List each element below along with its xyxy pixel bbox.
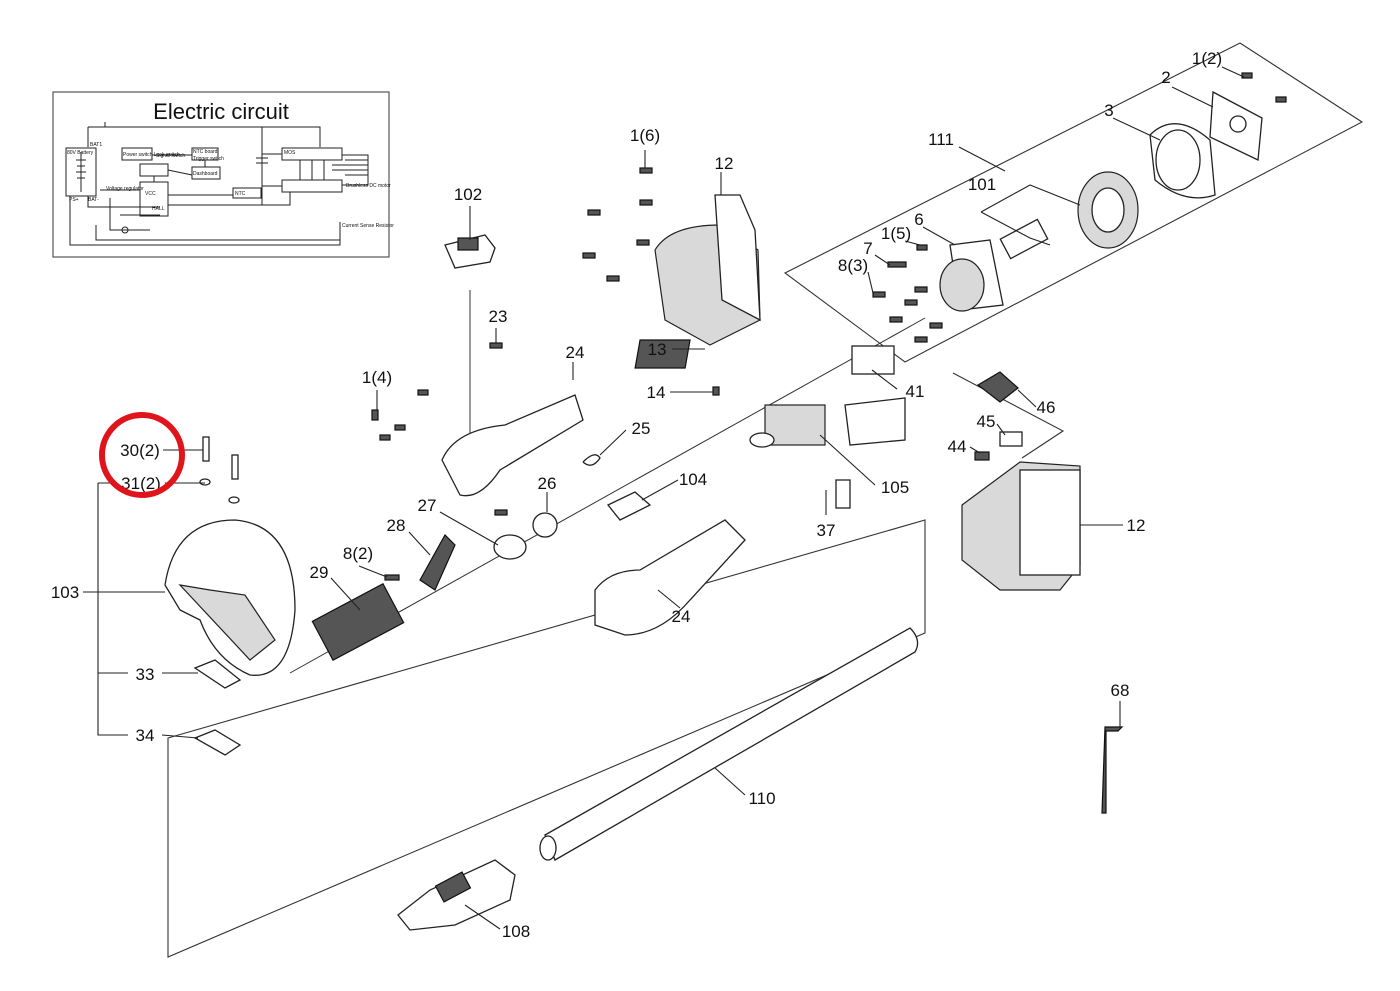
part-label-14: 14 [647,383,666,402]
rear-grip-part [594,519,746,636]
circuit-label-vcc: VCC [145,191,156,197]
part-label-1-4: 1(4) [362,368,392,387]
part-label-2: 2 [1161,68,1170,87]
coupler-part [397,859,516,931]
part-label-104: 104 [679,470,707,489]
part-label-45: 45 [977,412,996,431]
shaft-tube-part [539,627,919,861]
part-label-1-2: 1(2) [1192,49,1222,68]
part-label-46: 46 [1037,398,1056,417]
screw-set-top [872,72,1287,343]
part-label-12-right: 12 [1127,516,1146,535]
motor-housing-left-part [634,194,761,369]
part-label-24-bottom: 24 [672,607,691,626]
circuit-label-battery: 80V Battery [67,150,94,156]
part-label-12-top: 12 [715,154,734,173]
part-label-27: 27 [418,496,437,515]
circuit-label-signal-switch: Signal switch [156,153,185,159]
part-label-13: 13 [648,340,667,359]
part-label-1-6: 1(6) [630,126,660,145]
circuit-frame [52,91,390,258]
part-label-33: 33 [136,665,155,684]
screw-set-housing [582,167,720,396]
electric-circuit-inset: Electric circuit 80V Battery BAT1 Power … [52,91,394,258]
part-label-29: 29 [310,563,329,582]
hex-key-part [1101,726,1124,814]
part-label-110: 110 [748,789,775,808]
circuit-label-ps: PS+ [69,197,79,203]
part-label-23: 23 [489,307,508,326]
part-label-31-2: 31(2) [121,474,161,493]
circuit-label-power-switch: Power switch Lock switch [123,152,180,158]
part-label-105: 105 [881,478,909,497]
highlight-circle-callout [99,412,185,498]
motor-housing-part [1149,122,1216,199]
front-handle-part [164,436,296,756]
part-label-6: 6 [914,210,923,229]
circuit-label-bat: BAT1 [90,142,102,148]
part-labels: 1(2) 2 3 111 101 6 1(5) 7 8(3) 1(6) 12 1… [51,49,1222,941]
motor-end-cap-part [1209,90,1263,161]
part-label-28: 28 [387,516,406,535]
circuit-title: Electric circuit [153,99,289,124]
circuit-label-current-sense: Current Sense Resistor [342,223,394,229]
part-label-37: 37 [817,521,836,540]
circuit-label-hall: HALL [152,206,165,212]
part-label-26: 26 [538,474,557,493]
part-label-108: 108 [502,922,530,941]
part-label-111: 111 [928,130,954,149]
part-label-44: 44 [948,437,967,456]
display-panel-part [444,234,496,269]
rotor-stator-part [999,171,1139,260]
part-label-25: 25 [632,419,651,438]
part-label-8-3: 8(3) [838,256,868,275]
control-board-part [749,345,906,509]
shaft-couplings-part [311,491,652,662]
part-label-68: 68 [1111,681,1130,700]
part-label-1-5: 1(5) [881,224,911,243]
battery-housing-part [961,461,1081,591]
part-label-7: 7 [863,239,872,258]
part-label-41: 41 [906,382,925,401]
part-label-30-2: 30(2) [120,441,160,460]
part-label-102: 102 [454,185,482,204]
motor-assembly-frame [783,42,1364,363]
circuit-label-ntc: NTC [235,191,246,197]
circuit-label-motor: Brushless DC motor [346,183,391,189]
circuit-label-mos: MOS [284,150,296,156]
circuit-label-voltage-regulator: Voltage regulator [106,186,144,192]
part-label-103: 103 [51,583,79,602]
circuit-label-dashboard: Dashboard [193,171,218,177]
circuit-label-ntc-board: NTC board [193,149,218,155]
part-label-3: 3 [1104,101,1113,120]
switch-parts [974,371,1023,461]
part-label-8-2: 8(2) [343,544,373,563]
motor-mount-part [939,239,1004,312]
circuit-label-trigger: Trigger switch [193,156,224,162]
part-label-101: 101 [968,175,996,194]
part-label-34: 34 [136,726,155,745]
handle-housing-part [371,342,601,497]
circuit-label-bat-minus: BAT- [88,197,99,203]
part-label-24-top: 24 [566,343,585,362]
